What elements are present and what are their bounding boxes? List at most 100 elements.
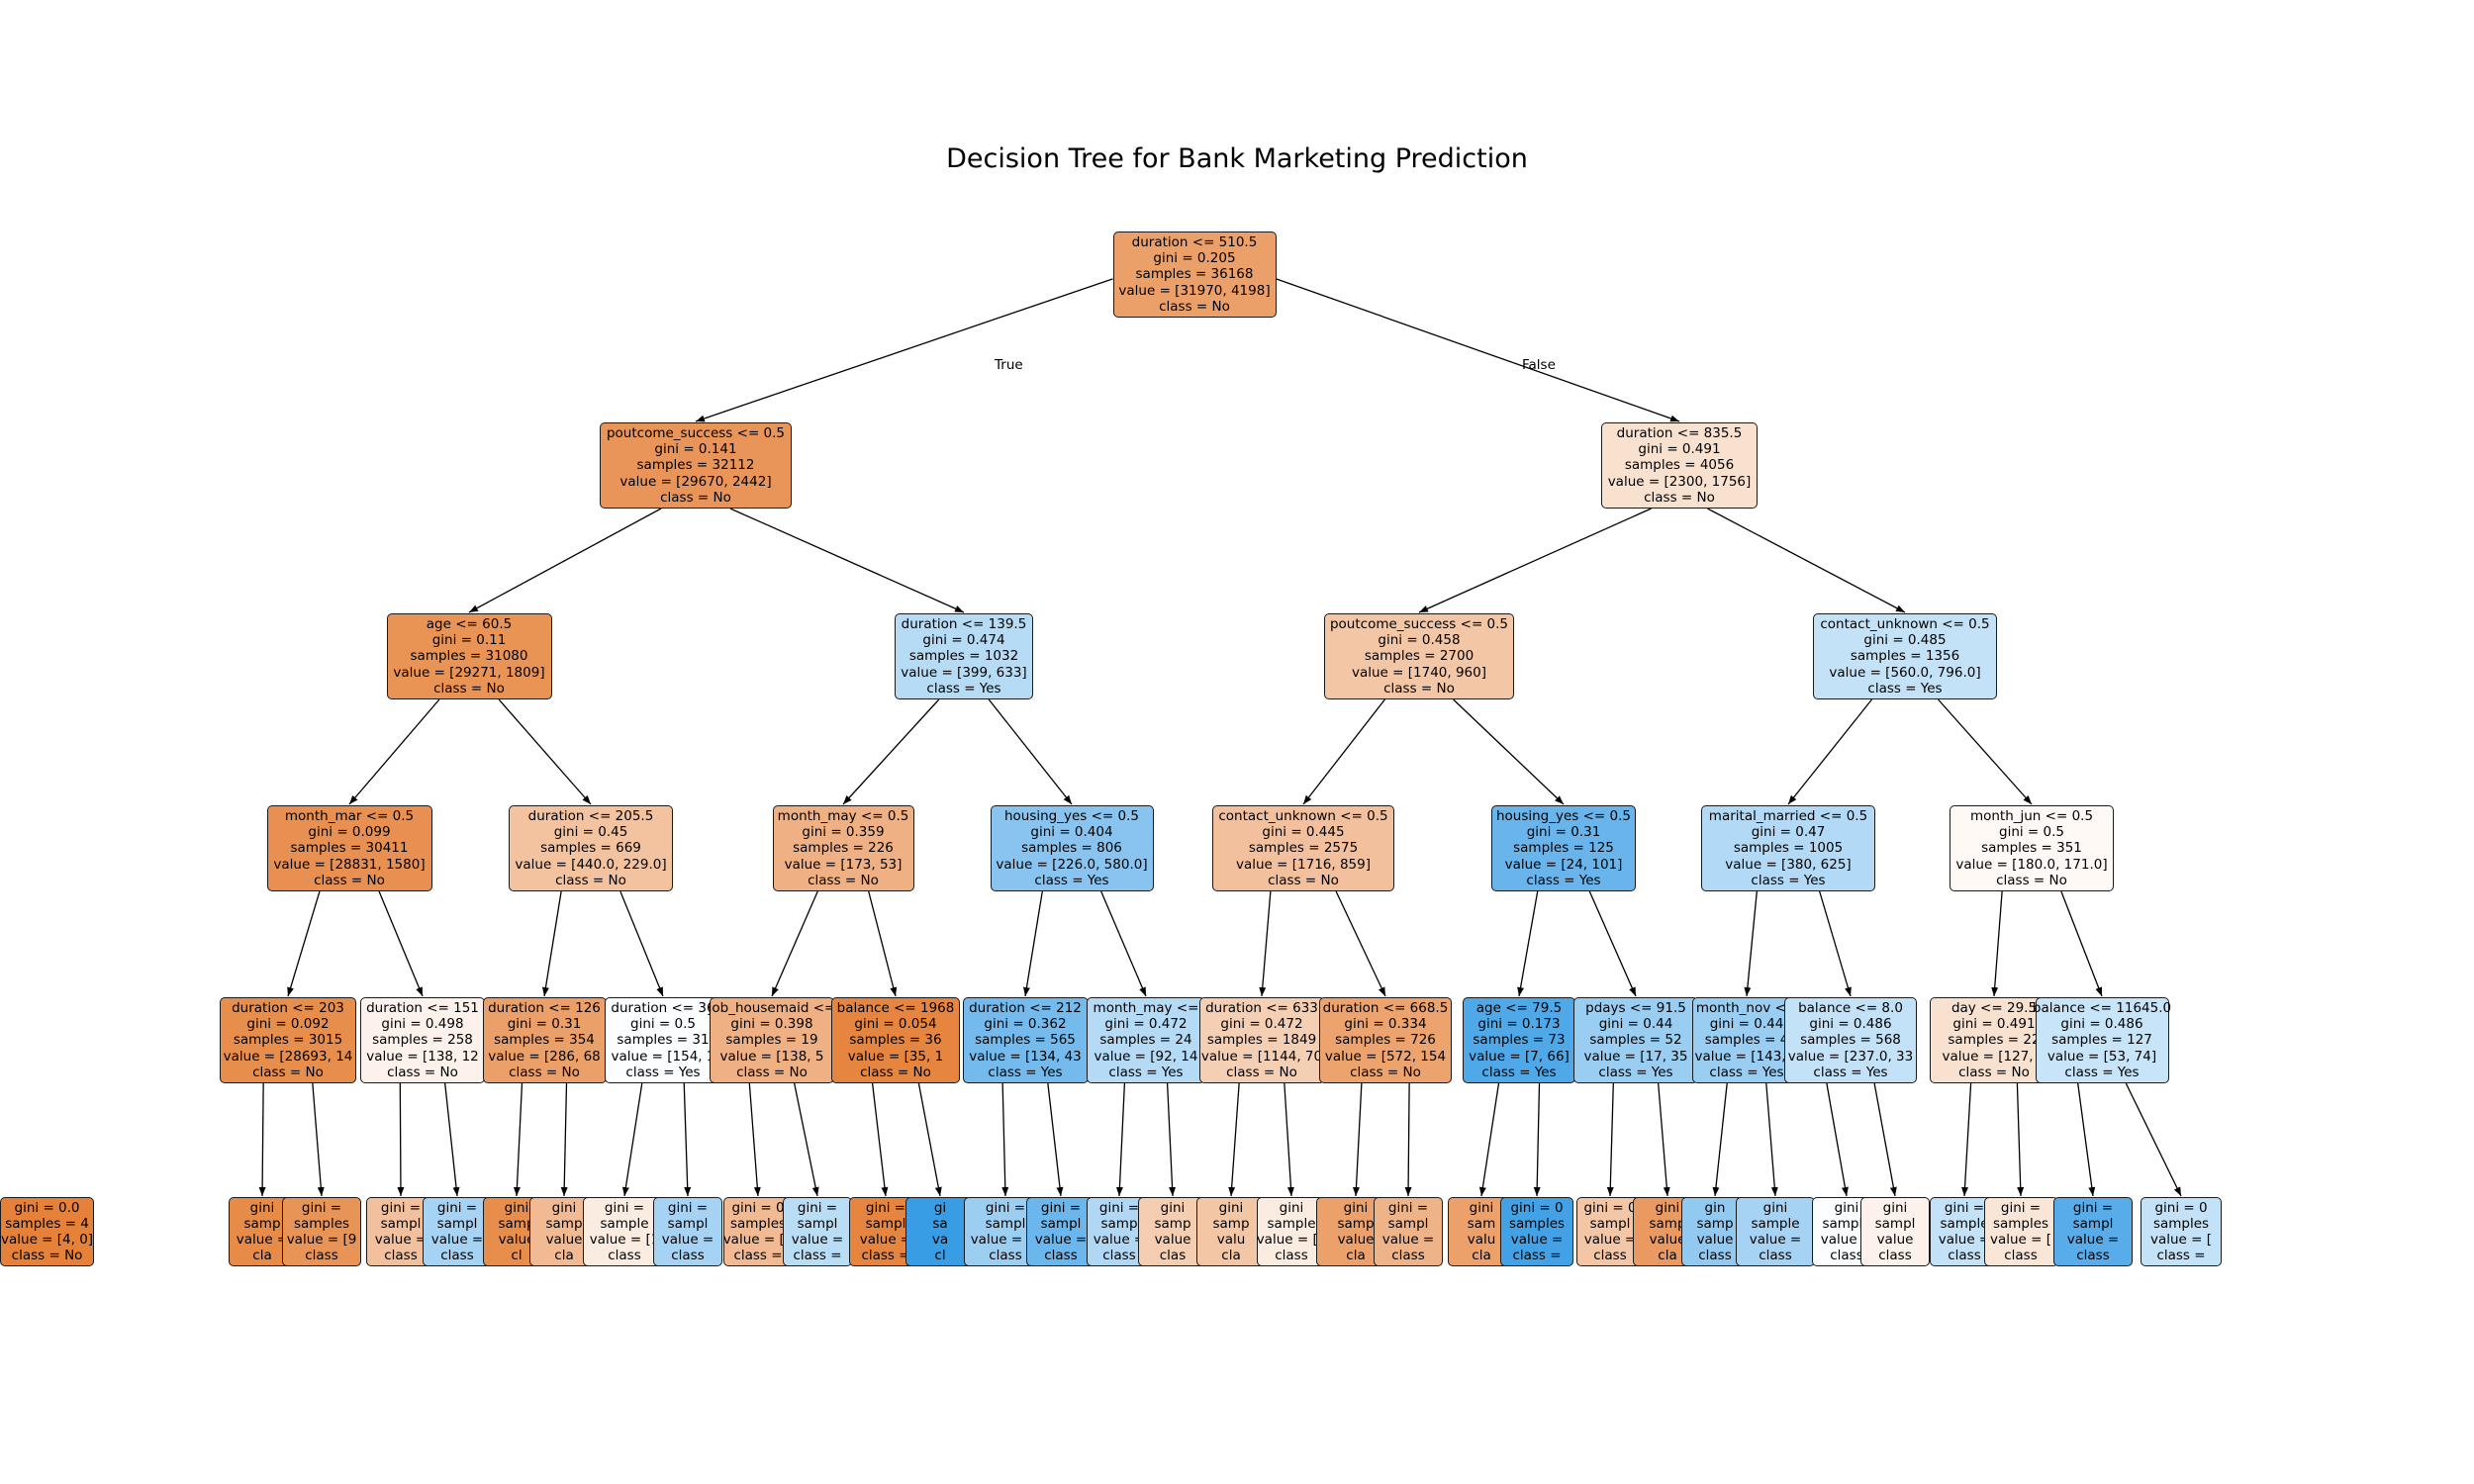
node-line: value =	[791, 1232, 844, 1248]
node-line: class =	[2156, 1248, 2206, 1264]
node-line: sampl	[380, 1215, 422, 1232]
node-line: samp	[1649, 1215, 1686, 1232]
node-line: gini = 0.205	[1153, 250, 1236, 267]
node-line: class	[1391, 1248, 1425, 1264]
node-line: value = [138, 12	[366, 1048, 479, 1065]
node-line: value = [134, 43	[969, 1048, 1082, 1065]
node-line: day <= 29.5	[1951, 999, 2038, 1016]
node-line: samples = 226	[793, 840, 894, 857]
node-line: class	[671, 1248, 705, 1264]
node-line: class	[1830, 1248, 1863, 1264]
node-line: gini	[1469, 1199, 1494, 1216]
node-line: value =	[859, 1232, 912, 1248]
node-line: class = No	[11, 1248, 83, 1264]
tree-edge	[1100, 890, 1147, 997]
node-line: sampl	[797, 1215, 838, 1232]
node-line: samp	[498, 1215, 535, 1232]
tree-edge	[1588, 890, 1637, 997]
node-line: gini = 0.11	[431, 632, 507, 649]
tree-edge	[560, 1082, 568, 1197]
tree-edge	[1606, 1082, 1614, 1197]
node-line: value =	[430, 1232, 484, 1248]
node-line: gini = 0.398	[730, 1016, 813, 1033]
node-line: class = Yes	[625, 1064, 701, 1080]
node-line: gini =	[380, 1199, 422, 1216]
tree-edge	[917, 1082, 942, 1197]
node-line: sample	[1822, 1215, 1871, 1232]
node-line: value = [4	[1257, 1232, 1326, 1248]
node-line: gini = 0.498	[381, 1016, 464, 1033]
tree-edge	[771, 890, 818, 997]
node-line: value =	[2066, 1232, 2120, 1248]
node-line: balance <= 1968	[836, 999, 955, 1016]
node-line: class = No	[1958, 1064, 2030, 1080]
node-line: class = Yes	[988, 1064, 1063, 1080]
node-line: value	[498, 1232, 535, 1248]
node-line: samp	[1212, 1215, 1250, 1232]
node-line: samp	[1337, 1215, 1375, 1232]
node-line: value = [173, 53]	[784, 856, 903, 873]
node-line: gini = 0.404	[1030, 824, 1113, 841]
node-line: gini	[1882, 1199, 1908, 1216]
node-line: housing_yes <= 0.5	[1495, 807, 1632, 824]
node-line: class	[1878, 1248, 1912, 1264]
node-line: gini = 0.5	[630, 1016, 696, 1033]
tree-edge	[621, 1082, 643, 1197]
node-line: samples = 351	[1981, 840, 2082, 857]
chart-title: Decision Tree for Bank Marketing Predict…	[946, 143, 1528, 174]
node-line: gini = 0.0	[14, 1199, 80, 1216]
edge-label-false: False	[1522, 357, 1556, 373]
node-line: value = [138, 5	[719, 1048, 824, 1065]
node-line: duration <= 212	[969, 999, 1082, 1016]
node-line: samp	[1100, 1215, 1138, 1232]
node-line: class = No	[1996, 872, 2067, 888]
node-line: value =	[1381, 1232, 1435, 1248]
node-line: value = [28693, 14	[223, 1048, 353, 1065]
node-line: month_jun <= 0.5	[1969, 807, 2094, 824]
node-line: class = Yes	[1034, 872, 1109, 888]
node-line: samples = 2575	[1248, 840, 1359, 857]
node-line: valu	[1467, 1232, 1496, 1248]
node-line: gini =	[1387, 1199, 1429, 1216]
node-line: gini =	[2072, 1199, 2114, 1216]
node-line: gini = 0	[1583, 1199, 1637, 1216]
tree-edge	[1937, 698, 2033, 805]
node-line: gini =	[604, 1199, 645, 1216]
node-line: sampl	[1874, 1215, 1916, 1232]
node-line: class =	[793, 1248, 842, 1264]
edge-label-true: True	[995, 357, 1023, 373]
tree-edge	[1991, 890, 2003, 997]
node-line: class	[2004, 1248, 2038, 1264]
node-line: value =	[1510, 1232, 1564, 1248]
tree-edge	[871, 1082, 889, 1197]
tree-edge	[748, 1082, 761, 1197]
node-line: sampl	[1040, 1215, 1082, 1232]
node-line: duration <= 835.5	[1616, 424, 1743, 441]
node-line: sampl	[667, 1215, 709, 1232]
node-line: gini = 0.44	[1709, 1016, 1784, 1033]
node-line: gini = 0.099	[308, 824, 391, 841]
node-line: value = [286, 68	[488, 1048, 601, 1065]
node-line: class	[1044, 1248, 1078, 1264]
node-line: class	[1759, 1248, 1792, 1264]
tree-edge	[1276, 278, 1680, 422]
node-line: class = No	[660, 489, 731, 506]
node-line: samples = 1032	[908, 648, 1019, 665]
tree-edge	[2016, 1082, 2025, 1197]
node-line: value = [9	[286, 1232, 357, 1248]
node-line: cla	[1658, 1248, 1677, 1264]
